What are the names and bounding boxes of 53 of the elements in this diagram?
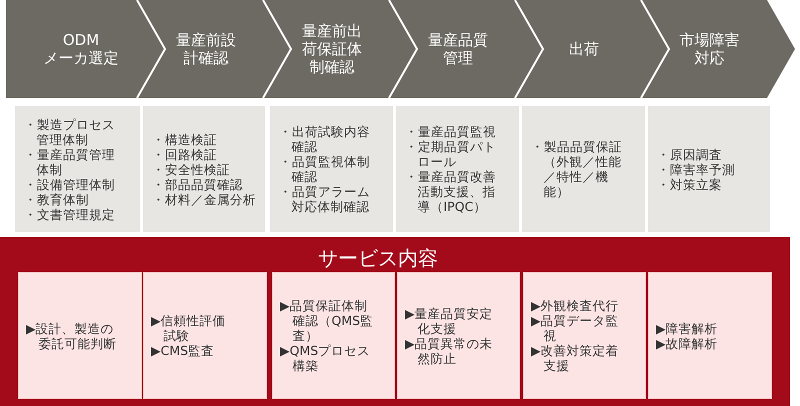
service-card [143,272,267,399]
list-item: ・障害率予測 [657,162,735,176]
list-item: ・出荷試験内容確認 [279,124,371,154]
list-item: ・構造検証 [152,132,217,146]
service-panel [0,237,790,406]
service-card [397,272,520,399]
list-item: ・回路検証 [152,146,217,162]
detail-panel [15,106,140,232]
list-item: ・部品品質確認 [152,176,243,192]
list-item: ・製品品質保証（外観／性能／特性／機能） [531,139,623,199]
list-item: ・原因調査 [657,146,722,162]
list-item: ・量産品質改善活動支援、指導（IPQC） [405,169,497,214]
step-title: 量産前出荷保証体制確認 [301,22,363,76]
step-title: 市場障害対応 [678,31,740,67]
list-item: ▶量産品質安定化支援 [405,306,494,336]
detail-panel [270,106,393,232]
panel-title: サービス内容 [318,246,438,270]
list-item: ▶外観検査代行 [531,298,619,313]
list-item: ▶QMSプロセス構築 [280,343,372,373]
list-item: ▶改善対策定着支援 [531,343,620,373]
service-card [18,272,142,399]
list-item: ・対策立案 [657,176,722,192]
detail-panel [522,106,645,232]
list-item: ▶設計、製造の委託可能判断 [26,320,118,350]
step-title: 量産前設計確認 [175,31,237,67]
detail-panel [648,106,770,232]
list-item: ▶信頼性評価試験 [151,313,227,343]
list-item: ・量産品質管理体制 [24,146,116,176]
list-item: ・安全性検証 [152,162,230,176]
list-item: ・量産品質監視 [405,124,496,139]
list-item: ▶品質データ監視 [531,313,620,343]
service-card [272,272,395,399]
list-item: ・製造プロセス管理体制 [24,116,116,146]
service-card [648,272,772,399]
step-title: ODM メーカ選定 [42,31,120,67]
list-item: ▶品質保証体制確認（QMS監査） [280,298,374,343]
service-card [523,272,646,399]
list-item: ▶故障解析 [656,336,718,350]
list-item: ▶障害解析 [656,320,718,336]
list-item: ▶CMS監査 [151,343,214,358]
list-item: ・材料／金属分析 [152,192,256,206]
step-title: 出荷 [569,40,599,58]
detail-panel [143,106,265,232]
list-item: ・文書管理規定 [24,206,115,222]
list-item: ・設備管理体制 [24,176,115,192]
detail-panel [396,106,519,232]
chevron-step [6,0,151,98]
list-item: ▶品質異常の未然防止 [405,336,494,366]
step-title: 量産品質管理 [427,31,489,67]
list-item: ・定期品質パトロール [405,139,497,169]
list-item: ・品質監視体制確認 [279,154,371,184]
list-item: ・品質アラーム対応体制確認 [279,184,371,214]
list-item: ・教育体制 [24,192,89,206]
